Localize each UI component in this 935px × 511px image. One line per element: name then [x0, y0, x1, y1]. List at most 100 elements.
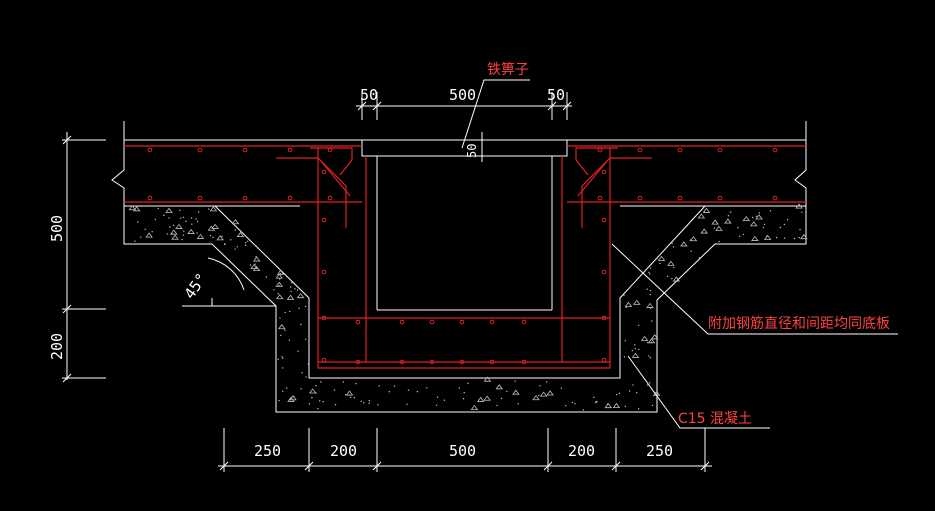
grate-thickness: 50: [465, 144, 479, 158]
aggregate-triangle: [751, 235, 759, 241]
aggregate-dot: [634, 344, 636, 346]
aggregate-dot: [514, 380, 516, 382]
aggregate-dot: [197, 211, 200, 213]
aggregate-triangle: [647, 338, 656, 344]
aggregate-dot: [689, 239, 692, 241]
aggregate-dot: [281, 367, 284, 369]
aggregate-dot: [195, 218, 197, 220]
aggregate-dot: [649, 267, 652, 269]
aggregate-triangle: [289, 395, 297, 401]
aggregate-triangle: [657, 255, 666, 261]
aggregate-dot: [766, 235, 768, 237]
aggregate-dot: [290, 290, 292, 293]
top-dim-left: 50: [360, 86, 378, 104]
aggregate-dot: [185, 220, 187, 223]
aggregate-dot: [171, 233, 173, 235]
aggregate-dot: [298, 307, 300, 310]
aggregate-dot: [190, 217, 193, 219]
aggregate-dot: [288, 339, 291, 341]
aggregate-dot: [500, 397, 503, 400]
aggregate-dot: [729, 211, 732, 213]
aggregate-dot: [137, 221, 139, 223]
aggregate-dot: [181, 238, 183, 241]
aggregate-dot: [632, 384, 634, 386]
aggregate-dot: [273, 289, 275, 291]
aggregate-triangle: [650, 334, 659, 340]
aggregate-triangle: [546, 390, 554, 396]
aggregate-dot: [234, 229, 237, 231]
aggregate-dot: [284, 311, 286, 314]
rebar-dot: [242, 195, 248, 201]
aggregate-dot: [560, 387, 563, 389]
aggregate-dot: [182, 216, 185, 219]
aggregate-dot: [496, 404, 498, 407]
aggregate-dot: [378, 385, 380, 387]
aggregate-dot: [315, 392, 317, 394]
aggregate-triangle: [216, 235, 224, 241]
aggregate-triangle: [680, 241, 688, 247]
aggregate-triangle: [145, 232, 153, 238]
aggregate-dot: [221, 235, 223, 238]
aggregate-dot: [713, 227, 716, 229]
aggregate-dot: [638, 348, 640, 351]
rebar-dot: [327, 195, 333, 201]
aggregate-dot: [565, 404, 567, 407]
aggregate-dot: [144, 228, 146, 231]
aggregate-dot: [166, 233, 168, 235]
aggregate-triangle: [604, 403, 613, 409]
aggregate-dot: [517, 403, 519, 405]
aggregate-dot: [169, 226, 171, 228]
rebar-dot: [772, 147, 778, 153]
aggregate-dot: [656, 257, 658, 260]
top-dimension: 50 500 50: [356, 86, 572, 120]
aggregate-dot: [279, 278, 281, 280]
aggregate-triangle: [483, 395, 491, 401]
rebar-dot: [772, 195, 778, 201]
aggregate-triangle: [275, 281, 284, 287]
aggregate-dot: [311, 396, 313, 399]
aggregate-triangle: [624, 301, 633, 307]
rebar-dot: [521, 319, 527, 325]
aggregate-dot: [353, 396, 356, 399]
aggregate-dot: [758, 212, 761, 214]
aggregate-dot: [377, 404, 379, 406]
aggregate-dot: [307, 363, 310, 365]
rebar: [124, 145, 806, 369]
aggregate-dot: [154, 218, 156, 221]
rebar-dot: [717, 147, 723, 153]
aggregate-dot: [291, 281, 293, 284]
aggregate-dot: [443, 399, 446, 401]
aggregate-triangle: [175, 223, 183, 229]
aggregate-dot: [646, 288, 648, 290]
aggregate-dot: [462, 398, 465, 400]
rebar-dot: [287, 195, 293, 201]
aggregate-dot: [183, 230, 185, 232]
rebar-dot: [429, 359, 435, 365]
aggregate-dot: [140, 236, 142, 238]
aggregate-dot: [301, 371, 303, 374]
aggregate-dot: [775, 236, 778, 239]
aggregate-dot: [212, 236, 214, 239]
aggregate-dot: [666, 275, 669, 277]
aggregate-dot: [282, 357, 284, 360]
aggregate-triangle: [170, 229, 178, 235]
aggregate-dot: [651, 320, 653, 322]
aggregate-triangle: [539, 391, 548, 397]
aggregate-dot: [317, 407, 319, 410]
aggregate-dot: [629, 390, 631, 392]
aggregate-triangle: [724, 218, 732, 224]
aggregate-dot: [406, 403, 408, 405]
aggregate-dot: [538, 395, 540, 397]
aggregate-dot: [426, 387, 428, 389]
concrete-label: C15 混凝土: [678, 411, 752, 427]
bottom-dimension: 250 200 500 200 250: [218, 428, 712, 472]
aggregate-dot: [163, 214, 165, 217]
aggregate-triangle: [252, 265, 261, 272]
aggregate-triangle: [275, 294, 284, 300]
aggregate-triangle: [700, 228, 709, 234]
aggregate-triangle: [495, 384, 504, 390]
aggregate-dot: [648, 382, 651, 384]
aggregate-triangle: [755, 214, 763, 220]
aggregate-triangle: [476, 396, 485, 402]
aggregate-dot: [333, 389, 336, 391]
